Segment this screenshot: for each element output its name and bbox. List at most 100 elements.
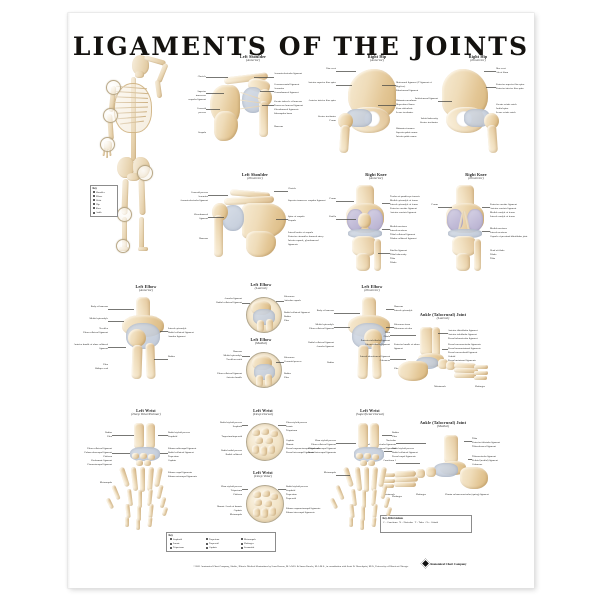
panel-left-wrist-deep-dorsal: Left Wrist (Deep Dorsal) Radial styloid … xyxy=(220,408,320,471)
label-group-right: Radius Ulna xyxy=(392,431,399,438)
label-group-left: Coracoid process Acromion Acromioclavicu… xyxy=(180,191,208,202)
label-group-right: Iliac crest Ala of ilium xyxy=(496,67,509,74)
panel-subtitle: (Superficial Dorsal) xyxy=(355,412,385,417)
label-group-bottom: Metatarsals xyxy=(383,493,395,496)
diamond-logo-icon xyxy=(420,558,431,569)
label-group-right: Radial styloid process Scaphoid Trapeziu… xyxy=(286,485,308,500)
panel-title: Left Wrist xyxy=(360,408,380,413)
panel-subtitle: (Deep Dorsal) xyxy=(252,412,274,417)
panel-subtitle: (Anterior) xyxy=(138,288,154,293)
panel-left-elbow-medial: Left Elbow (Medial) Humerus Medial epico… xyxy=(217,337,304,400)
label-group-left-4: Radius xyxy=(327,361,334,364)
label-group-right-3: Posterior bundle of ulnar collateral lig… xyxy=(394,343,429,350)
panel-right-knee-posterior: Right Knee (Posterior) Femur Posterior c… xyxy=(428,172,527,273)
publisher-name: Anatomical Chart Company xyxy=(430,561,467,566)
label-group-bottom-3: Plantar calcaneonavicular (spring) ligam… xyxy=(445,493,489,496)
panel-title: Left Wrist xyxy=(253,408,273,413)
panel-left-elbow-anterior: Left Elbow (Anterior) Body of humerus Me… xyxy=(74,284,194,383)
panel-title: Left Elbow xyxy=(250,337,272,342)
label-group-right-2: Medial meniscus Lateral meniscus Capsule… xyxy=(490,227,528,238)
panel-left-shoulder-posterior: Left Shoulder (Posterior) Coracoid proce… xyxy=(180,172,325,268)
panel-title: Left Shoulder xyxy=(239,54,267,59)
inset-circle xyxy=(246,485,284,523)
label-group-right-3: Patellar ligament Tibial tuberosity Tibi… xyxy=(390,249,407,264)
panel-subtitle: (Medial) xyxy=(436,424,450,429)
label-group-right-3: Spine of scapula Scapula xyxy=(288,215,305,222)
panel-right-hip-anterior: Right Hip (Anterior) Iliac crest Anterio… xyxy=(308,54,432,155)
panel-subtitle: (Anterior) xyxy=(369,58,385,63)
label-group-left: Radius Ulna xyxy=(105,431,112,438)
label-group-left-3: Coracoid process xyxy=(196,107,206,114)
label-group-right-2: Tibionavicular ligament Deltoid (medial)… xyxy=(472,455,498,466)
skeleton-key-items: Shoulder Elbow Wrist Hip Knee Ankle xyxy=(93,191,116,216)
panel-title: Left Wrist xyxy=(136,408,156,413)
hand-key-column-2: Trapezium Trapezoid Capitate xyxy=(206,538,240,550)
label-group-right-2: Capitate Hamate Dorsal carpometacarpal l… xyxy=(286,439,320,454)
label-group-right-3: Greater sciatic notch Ischial spine Less… xyxy=(496,103,517,114)
label-group-bottom-2: Phalanges xyxy=(415,493,427,496)
label-group-left-2: Ulnar collateral ligament Anterior bundl… xyxy=(217,372,242,379)
skeleton-figure xyxy=(86,53,178,253)
label-group-right-2: Superior transverse scapular ligament xyxy=(288,199,326,202)
label-group-left: Iliac crest xyxy=(326,67,336,70)
panel-subtitle: (Posterior) xyxy=(247,176,263,181)
hand-key-column-3: Metacarpals Phalanges Sesamoids xyxy=(241,538,274,550)
label-group-left-2: Superior transverse scapular ligament xyxy=(188,90,206,101)
skeleton-key-box: Key Shoulder Elbow Wrist Hip Knee Ankle xyxy=(90,185,118,217)
label-group-left-2: Cuneiform 1 xyxy=(383,459,396,462)
label-group-left: Ulnar styloid process Triquetrum Pisifor… xyxy=(220,485,242,496)
label-group-left: Ischiofemoral ligament xyxy=(414,97,438,100)
label-group-right: Radial styloid process Scaphoid xyxy=(168,431,190,438)
inset-circle xyxy=(246,297,282,333)
panel-title: Right Hip xyxy=(468,54,488,59)
label-group-right-3: Palmar carpal ligaments Palmar metacarpa… xyxy=(168,471,197,478)
label-group-left: Femur xyxy=(329,197,336,200)
skeleton-key-heading: Key xyxy=(92,186,97,190)
panel-title: Ankle (Talocrural) Joint xyxy=(419,312,467,317)
panel-title: Right Hip xyxy=(367,54,387,59)
label-group-left-3: Radial collateral ligament Annular ligam… xyxy=(308,341,334,348)
panel-subtitle: (Lateral) xyxy=(254,286,268,291)
panel-subtitle: (Medial) xyxy=(254,341,268,346)
joint-marker-hip xyxy=(137,165,153,181)
joint-marker-knee xyxy=(117,207,132,222)
label-group-left-2: Lateral talocalcaneal ligament Calcaneus xyxy=(360,355,390,362)
label-group-left-3: Anterior inferior iliac spine xyxy=(308,99,336,102)
label-group-left-4: Anterior bundle of ulnar collateral liga… xyxy=(73,343,108,350)
label-group-left-3: Humerus xyxy=(198,237,208,240)
label-group-left: Femur xyxy=(431,203,438,206)
label-group-left-2: Ischial tuberosity Greater trochanter xyxy=(419,117,438,124)
panel-title: Left Wrist xyxy=(253,470,273,475)
label-group-right: Ulnar styloid process Lunate Triquetrum xyxy=(286,421,308,432)
panel-subtitle: (Posterior) xyxy=(470,58,486,63)
label-group-right: Anterior tibiofibular ligament Anterior … xyxy=(448,329,478,340)
label-group-right-2: Coracoacromial ligament Acromion Coracoh… xyxy=(274,83,300,94)
label-group-right-3: Greater tubercle of humerus Transverse h… xyxy=(274,100,303,115)
label-group-right-2: Radius Ulna xyxy=(284,372,291,379)
label-group-left: Humerus Medial epicondyle Trochlear notc… xyxy=(223,350,242,361)
foot-key-heading: Key Abbreviations xyxy=(382,516,404,520)
label-group-right-2: Dorsal cuneonavicular ligaments Dorsal t… xyxy=(448,343,481,362)
label-group-left-3: Metacarpals xyxy=(99,481,112,484)
label-group-left-2: Anterior superior iliac spine xyxy=(308,81,336,84)
panel-left-wrist-deep-volar: Left Wrist (Deep Volar) Ulnar styloid pr… xyxy=(217,470,320,537)
label-group-left-2: Medial epicondyle xyxy=(89,317,108,320)
panel-subtitle: (Posterior) xyxy=(468,176,484,181)
label-group-right-2: Medial meniscus Lateral meniscus Tibial … xyxy=(390,225,417,240)
panel-subtitle: (Deep Volar) xyxy=(253,474,273,479)
label-group-right-4: Lateral border of scapula Posterior circ… xyxy=(288,231,324,246)
panel-left-wrist-superficial-dorsal: Left Wrist (Superficial Dorsal) Ulnar st… xyxy=(308,408,422,539)
label-group-right: Clavicle xyxy=(288,187,297,190)
label-group-right-2: Radial collateral ligament Radius Ulna xyxy=(284,311,310,322)
label-group-right: Humerus Lateral epicondyle xyxy=(394,305,413,312)
label-group-left: Clavicle xyxy=(197,75,206,78)
label-group-right-2: Obturator membrane Iliopectineal bursa Z… xyxy=(396,99,417,114)
label-group-left: Body of humerus xyxy=(90,305,108,308)
label-group-right-4: Humerus xyxy=(274,125,284,128)
joint-marker-ankle xyxy=(116,239,130,253)
panel-right-hip-posterior: Right Hip (Posterior) Ischiofemoral liga… xyxy=(415,54,526,155)
label-group-right-2: Palmar carpometacarpal ligaments Palmar … xyxy=(286,507,321,514)
publisher-logo: Anatomical Chart Company xyxy=(420,558,467,569)
label-group-bottom-2: Phalanges xyxy=(474,385,486,388)
